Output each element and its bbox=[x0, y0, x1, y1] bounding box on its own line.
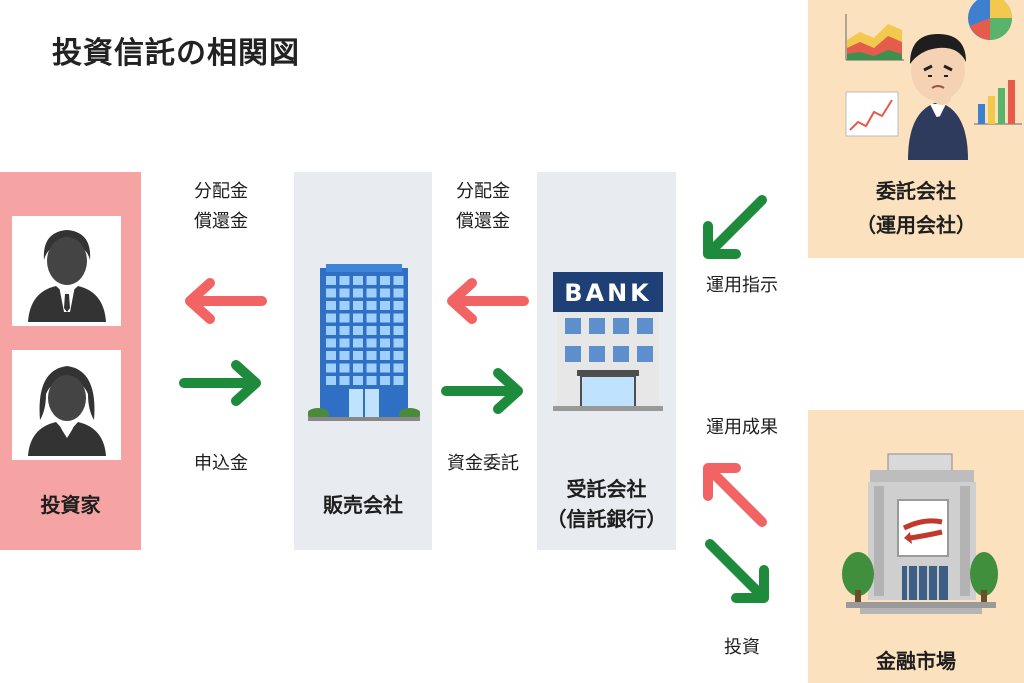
subscription-label: 申込金 bbox=[194, 453, 248, 474]
management-company-label-line1: 委託会社 bbox=[876, 179, 956, 203]
dividend-label-investor-side-1: 分配金 bbox=[194, 181, 248, 202]
trustee-company-label-line2: （信託銀行） bbox=[546, 507, 667, 531]
green-arrow-to-sales bbox=[179, 360, 261, 406]
stock-exchange-building-icon bbox=[842, 453, 998, 614]
bar-chart-icon bbox=[974, 80, 1022, 125]
sales-company-label: 販売会社 bbox=[323, 493, 403, 517]
red-arrow-to-investor bbox=[185, 278, 267, 324]
analyst-thinking-icon bbox=[845, 0, 1022, 160]
line-chart-icon bbox=[845, 91, 899, 137]
bank-sign-text: BANK bbox=[564, 279, 652, 307]
dividend-label-sales-side-1: 分配金 bbox=[456, 181, 510, 202]
bank-building-icon: BANK bbox=[553, 272, 663, 411]
trustee-company-label-line1: 受託会社 bbox=[566, 477, 647, 501]
male-investor-icon bbox=[28, 230, 106, 322]
instruction-label: 運用指示 bbox=[706, 275, 778, 296]
red-arrow-result bbox=[703, 463, 767, 527]
green-arrow-instruction bbox=[703, 195, 767, 259]
financial-market-label: 金融市場 bbox=[876, 649, 956, 673]
red-arrow-to-sales bbox=[447, 278, 529, 324]
result-label: 運用成果 bbox=[706, 417, 778, 438]
entrustment-label: 資金委託 bbox=[447, 453, 519, 474]
office-building-icon bbox=[308, 264, 420, 421]
investor-label: 投資家 bbox=[40, 493, 101, 517]
green-arrow-investment bbox=[705, 539, 769, 603]
investment-label: 投資 bbox=[724, 637, 760, 658]
female-investor-icon bbox=[28, 366, 106, 456]
dividend-label-sales-side-2: 償還金 bbox=[456, 211, 510, 232]
area-chart-icon bbox=[845, 14, 904, 61]
businessman-icon bbox=[908, 34, 968, 160]
pie-chart-icon bbox=[968, 0, 1012, 40]
management-company-label-line2: （運用会社） bbox=[856, 213, 976, 237]
dividend-label-investor-side-2: 償還金 bbox=[194, 211, 248, 232]
green-arrow-to-trustee bbox=[441, 368, 523, 414]
investor-female-card bbox=[12, 350, 121, 460]
investor-male-card bbox=[12, 216, 121, 326]
page-title: 投資信託の相関図 bbox=[52, 36, 300, 71]
